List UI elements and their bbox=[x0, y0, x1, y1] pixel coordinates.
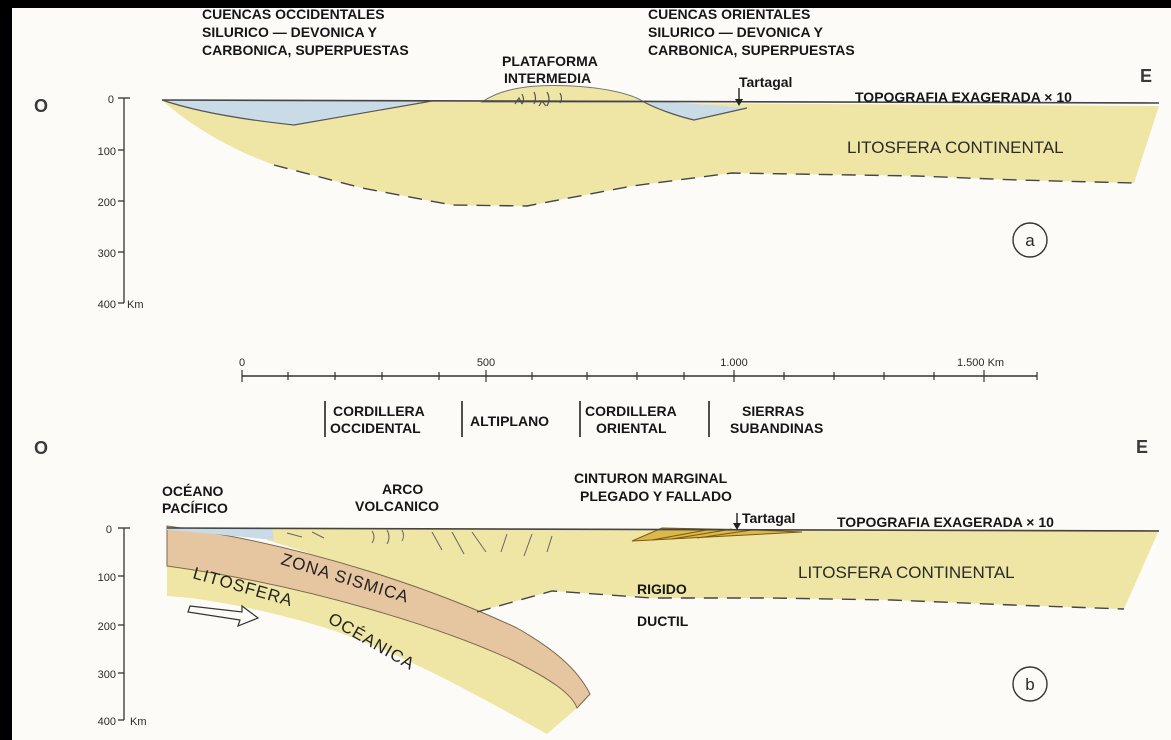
arc-label-2: VOLCANICO bbox=[355, 498, 439, 514]
eastern-basins-label-3: CARBONICA, SUPERPUESTAS bbox=[648, 42, 855, 58]
scale-tick-label: 0 bbox=[239, 357, 245, 369]
rigid-label: RIGIDO bbox=[637, 581, 687, 597]
depth-unit-b: Km bbox=[130, 716, 147, 728]
fold-belt-label-1: CINTURON MARGINAL bbox=[574, 470, 728, 486]
depth-tick-a: 300 bbox=[98, 248, 116, 260]
fold-belt-label-2: PLEGADO Y FALLADO bbox=[580, 488, 732, 504]
eastern-basins-label-1: CUENCAS ORIENTALES bbox=[648, 8, 810, 22]
depth-tick-a: 200 bbox=[98, 197, 116, 209]
lithosphere-label-b: LITOSFERA CONTINENTAL bbox=[798, 563, 1015, 582]
region-cordillera-oriental-2: ORIENTAL bbox=[596, 420, 667, 436]
intermediate-platform-relief bbox=[482, 86, 644, 102]
depth-tick-a: 100 bbox=[98, 146, 116, 158]
ocean-label-1: OCÉANO bbox=[162, 483, 224, 499]
region-cordillera-occidental-1: CORDILLERA bbox=[333, 403, 425, 419]
panel-b-letter: b bbox=[1025, 675, 1034, 694]
arc-label-1: ARCO bbox=[382, 481, 423, 497]
lithosphere-label-a: LITOSFERA CONTINENTAL bbox=[847, 138, 1064, 157]
direction-west-a: O bbox=[34, 96, 48, 116]
topography-label-b: TOPOGRAFIA EXAGERADA × 10 bbox=[837, 514, 1054, 530]
panel-b: 0 100 200 300 400 Km O E OCÉANO PACÍFICO… bbox=[34, 437, 1159, 734]
depth-tick-b: 100 bbox=[98, 572, 116, 584]
depth-unit-a: Km bbox=[127, 299, 144, 311]
region-cordillera-occidental-2: OCCIDENTAL bbox=[330, 420, 421, 436]
direction-east-a: E bbox=[1140, 66, 1152, 86]
scale-tick-label: 1.000 bbox=[720, 357, 748, 369]
direction-east-b: E bbox=[1136, 437, 1148, 457]
depth-tick-b: 300 bbox=[98, 669, 116, 681]
slab-motion-arrow bbox=[188, 606, 258, 626]
depth-tick-b: 0 bbox=[106, 524, 112, 536]
western-basins-label-2: SILURICO — DEVONICA Y bbox=[202, 24, 378, 40]
horizontal-scale-bar: 0 500 1.000 1.500 Km bbox=[239, 357, 1037, 382]
geologic-cross-section-figure: 0 100 200 300 400 Km O E CUENCAS OCCIDEN… bbox=[12, 8, 1171, 740]
scale-tick-label: 500 bbox=[477, 357, 495, 369]
physiographic-regions: CORDILLERA OCCIDENTAL ALTIPLANO CORDILLE… bbox=[325, 401, 823, 437]
cross-section-drawing: 0 100 200 300 400 Km O E CUENCAS OCCIDEN… bbox=[12, 8, 1171, 740]
panel-a: 0 100 200 300 400 Km O E CUENCAS OCCIDEN… bbox=[34, 8, 1159, 311]
ductile-label: DUCTIL bbox=[637, 613, 689, 629]
western-basins-label-1: CUENCAS OCCIDENTALES bbox=[202, 8, 385, 22]
region-cordillera-oriental-1: CORDILLERA bbox=[585, 403, 677, 419]
depth-tick-b: 200 bbox=[98, 621, 116, 633]
tartagal-label-b: Tartagal bbox=[742, 510, 795, 526]
depth-tick-a: 400 bbox=[98, 299, 116, 311]
depth-axis-a bbox=[118, 98, 130, 303]
region-sierras-subandinas-2: SUBANDINAS bbox=[730, 420, 823, 436]
scale-tick-label: 1.500 Km bbox=[957, 357, 1004, 369]
depth-axis-b bbox=[118, 528, 130, 720]
depth-tick-a: 0 bbox=[108, 94, 114, 106]
platform-label-1: PLATAFORMA bbox=[502, 53, 598, 69]
topography-label-a: TOPOGRAFIA EXAGERADA × 10 bbox=[855, 89, 1072, 105]
direction-west-b: O bbox=[34, 438, 48, 458]
depth-tick-b: 400 bbox=[98, 716, 116, 728]
platform-label-2: INTERMEDIA bbox=[504, 70, 591, 86]
western-basins-label-3: CARBONICA, SUPERPUESTAS bbox=[202, 42, 409, 58]
eastern-basins-label-2: SILURICO — DEVONICA Y bbox=[648, 24, 824, 40]
region-sierras-subandinas-1: SIERRAS bbox=[742, 403, 804, 419]
tartagal-label-a: Tartagal bbox=[739, 74, 792, 90]
region-altiplano: ALTIPLANO bbox=[470, 413, 549, 429]
panel-a-letter: a bbox=[1025, 231, 1035, 250]
ocean-label-2: PACÍFICO bbox=[162, 500, 228, 516]
